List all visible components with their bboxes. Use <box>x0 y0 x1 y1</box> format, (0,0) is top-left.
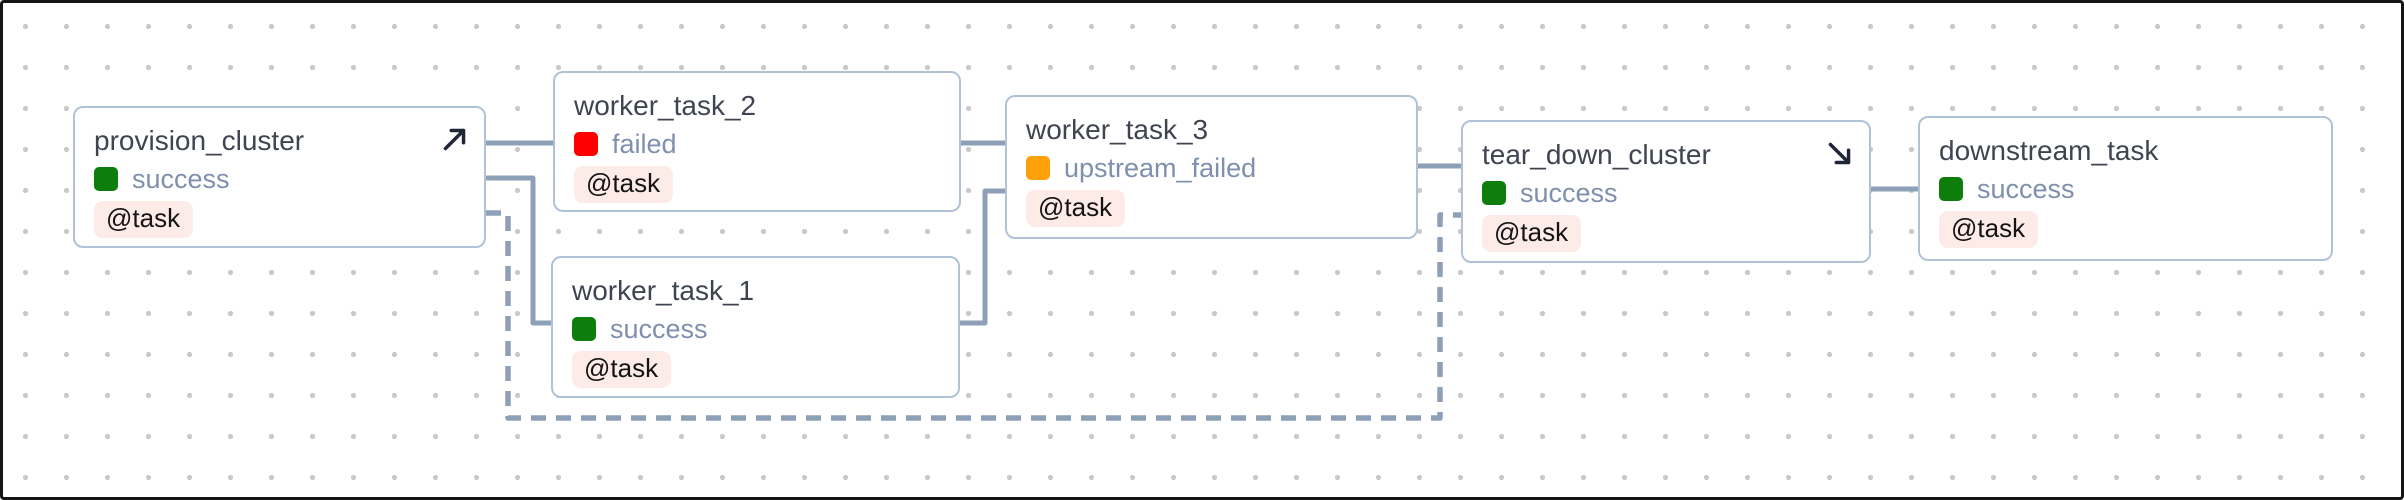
task-operator-badge: @task <box>572 351 672 389</box>
arrow-down-right-icon <box>1828 142 1851 165</box>
task-operator-badge: @task <box>1939 211 2039 249</box>
task-operator-badge: @task <box>574 166 674 204</box>
task-node-worker_task_1[interactable]: worker_task_1 success @task <box>551 256 960 398</box>
task-operator-badge: @task <box>94 201 194 239</box>
status-color-swatch <box>572 317 596 342</box>
arrow-up-right-icon <box>443 128 466 151</box>
task-name: provision_cluster <box>94 125 305 156</box>
status-color-swatch <box>1939 177 1963 202</box>
task-node-worker_task_2[interactable]: worker_task_2 failed @task <box>553 71 961 212</box>
status-color-swatch <box>574 132 598 157</box>
task-status-label: success <box>132 163 230 194</box>
task-node-worker_task_3[interactable]: worker_task_3 upstream_failed @task <box>1005 95 1418 239</box>
task-status-label: upstream_failed <box>1064 152 1257 183</box>
task-status-label: success <box>610 313 708 344</box>
status-color-swatch <box>1026 156 1050 181</box>
task-node-provision_cluster[interactable]: provision_cluster success @task <box>73 106 486 248</box>
edge-layer <box>486 140 1919 421</box>
status-color-swatch <box>94 167 118 192</box>
status-color-swatch <box>1482 181 1506 206</box>
task-status-label: failed <box>612 128 677 159</box>
task-name: worker_task_3 <box>1026 114 1209 145</box>
task-node-tear_down_cluster[interactable]: tear_down_cluster success @task <box>1461 120 1871 263</box>
task-operator-badge: @task <box>1026 190 1126 228</box>
task-operator-badge: @task <box>1482 215 1582 253</box>
task-name: worker_task_2 <box>574 90 757 121</box>
task-node-downstream_task[interactable]: downstream_task success @task <box>1918 116 2333 261</box>
task-name: downstream_task <box>1939 135 2159 166</box>
task-status-label: success <box>1520 177 1618 208</box>
edge-worker_task_1-worker_task_3 <box>959 188 1006 326</box>
edge-provision_cluster-worker_task_1 <box>486 175 552 326</box>
task-name: worker_task_1 <box>572 275 755 306</box>
task-status-label: success <box>1977 173 2075 204</box>
task-name: tear_down_cluster <box>1482 139 1711 170</box>
